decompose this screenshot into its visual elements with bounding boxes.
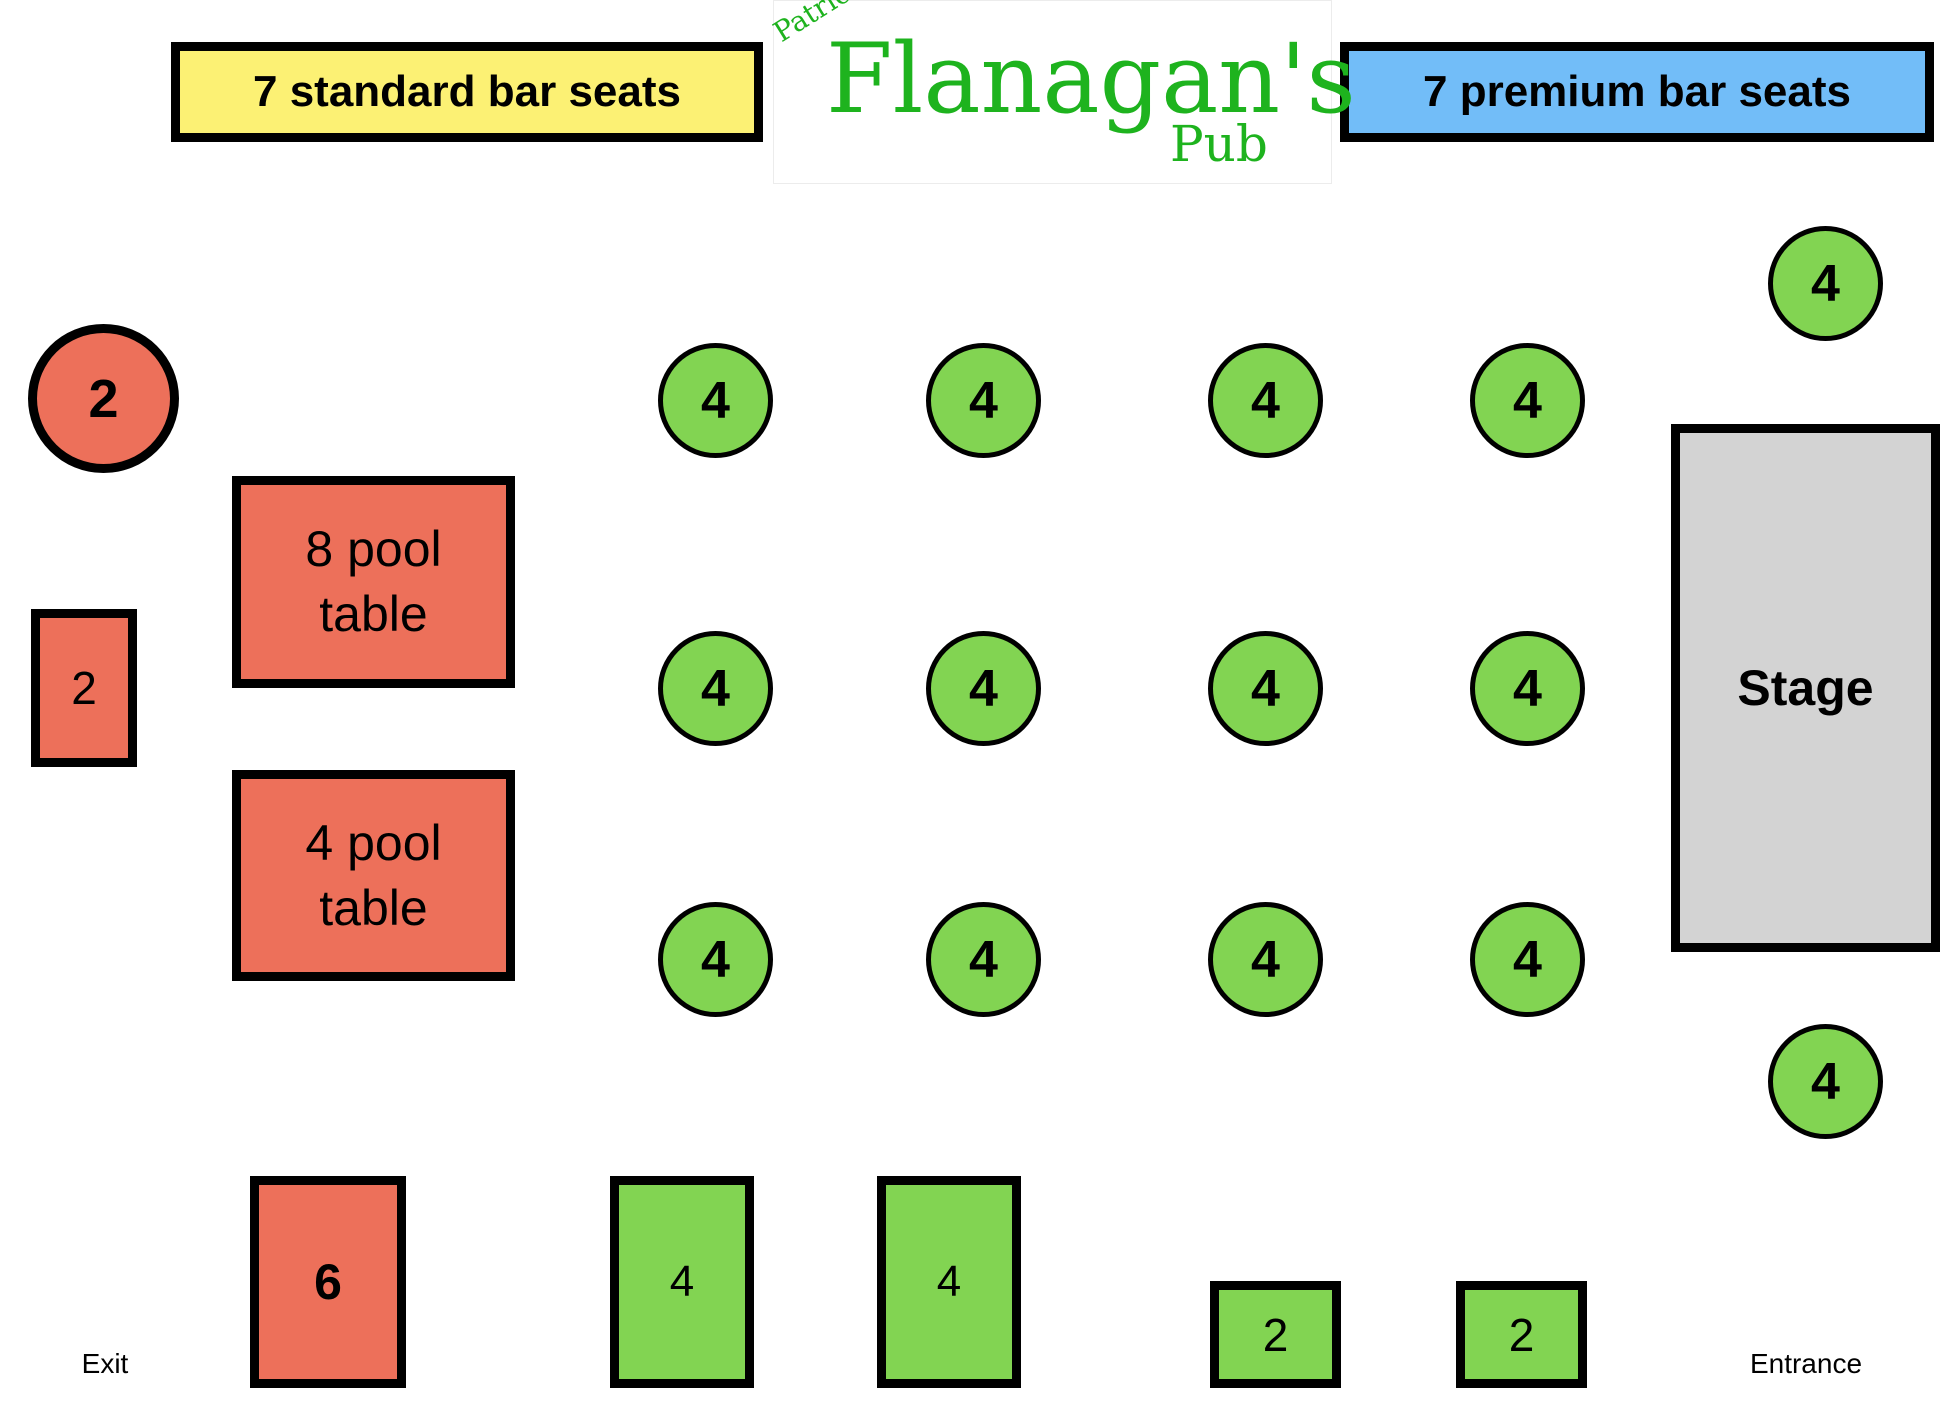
table-round-r1c2[interactable]: 4 bbox=[926, 343, 1041, 458]
table-red-bottom[interactable]: 6 bbox=[250, 1176, 406, 1388]
stage: Stage bbox=[1671, 424, 1940, 952]
exit-label: Exit bbox=[81, 1348, 129, 1379]
table-round-r1c4[interactable]: 4 bbox=[1470, 343, 1585, 458]
pool-table-4[interactable]: 4 pool table bbox=[232, 770, 515, 981]
table-round-r2c4[interactable]: 4 bbox=[1470, 631, 1585, 746]
table-red-round[interactable]: 2 bbox=[28, 324, 179, 473]
pool-table-8-label: 8 pool table bbox=[305, 521, 442, 642]
table-round-r3c4[interactable]: 4 bbox=[1470, 902, 1585, 1017]
pool-table-8[interactable]: 8 pool table bbox=[232, 476, 515, 688]
table-round-r2c2[interactable]: 4 bbox=[926, 631, 1041, 746]
pub-logo: Patrick Flanagan's Pub bbox=[768, 0, 1356, 184]
table-round-stage-top[interactable]: 4 bbox=[1768, 226, 1883, 341]
pool-table-4-label: 4 pool table bbox=[305, 814, 442, 936]
table-green-small-2[interactable]: 2 bbox=[1456, 1281, 1587, 1388]
table-green-bottom-2[interactable]: 4 bbox=[877, 1176, 1021, 1388]
table-round-stage-bottom[interactable]: 4 bbox=[1768, 1024, 1883, 1139]
logo-subtitle: Pub bbox=[1170, 115, 1268, 173]
premium-bar-seats[interactable]: 7 premium bar seats bbox=[1340, 42, 1934, 142]
table-round-r1c3[interactable]: 4 bbox=[1208, 343, 1323, 458]
entrance-label: Entrance bbox=[1749, 1348, 1863, 1379]
standard-bar-seats[interactable]: 7 standard bar seats bbox=[171, 42, 763, 142]
table-red-small[interactable]: 2 bbox=[31, 609, 137, 767]
table-round-r2c3[interactable]: 4 bbox=[1208, 631, 1323, 746]
table-green-bottom-1[interactable]: 4 bbox=[610, 1176, 754, 1388]
table-round-r1c1[interactable]: 4 bbox=[658, 343, 773, 458]
table-round-r3c2[interactable]: 4 bbox=[926, 902, 1041, 1017]
logo-title: Flanagan's bbox=[826, 23, 1356, 135]
table-green-small-1[interactable]: 2 bbox=[1210, 1281, 1341, 1388]
table-round-r2c1[interactable]: 4 bbox=[658, 631, 773, 746]
table-round-r3c1[interactable]: 4 bbox=[658, 902, 773, 1017]
table-round-r3c3[interactable]: 4 bbox=[1208, 902, 1323, 1017]
